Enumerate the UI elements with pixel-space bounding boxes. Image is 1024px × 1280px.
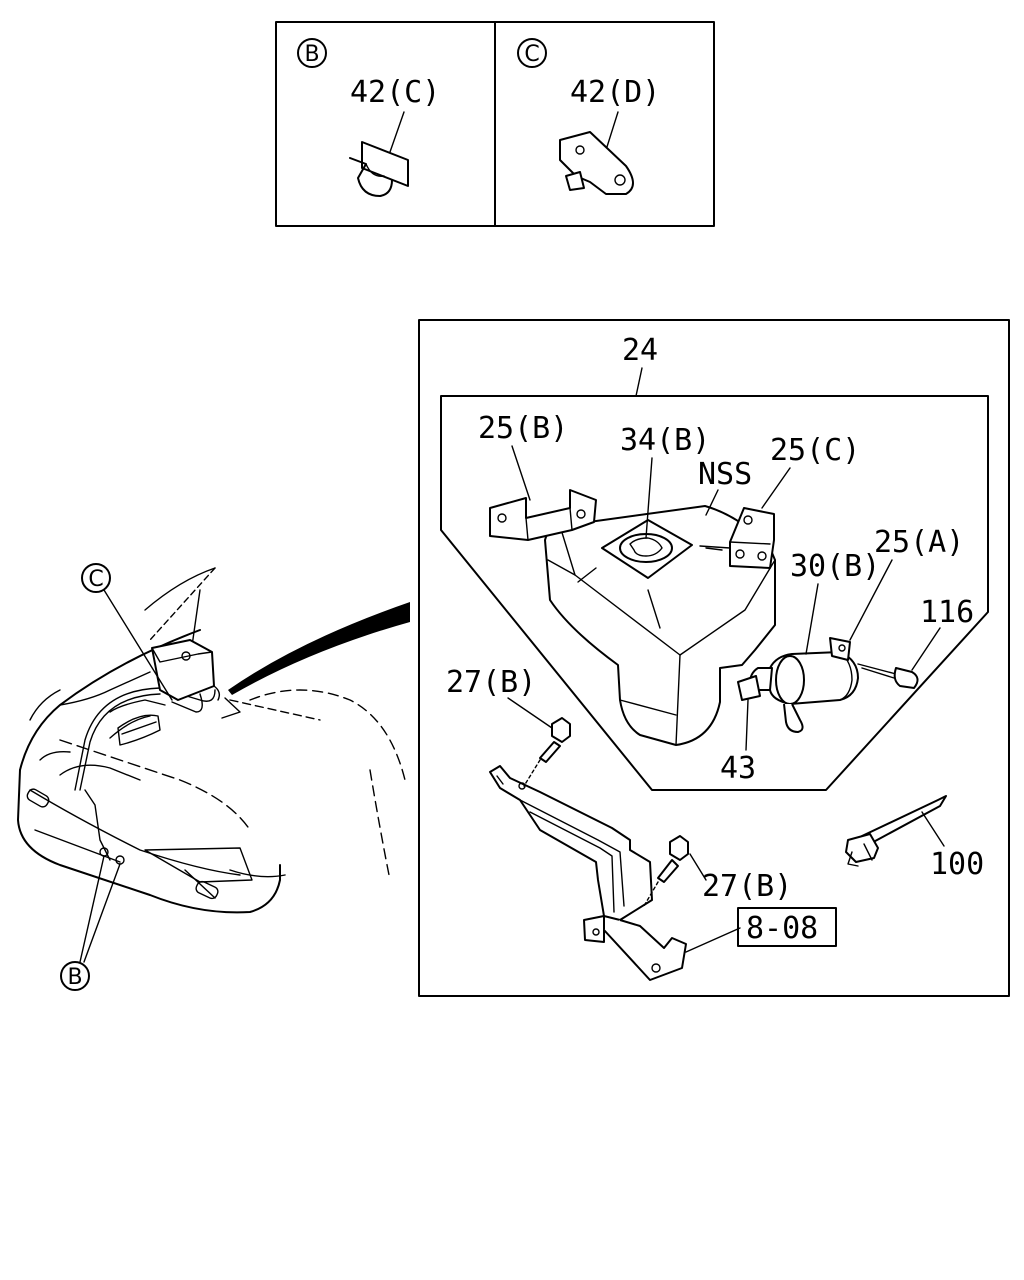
- bolt-27b-top-icon: [523, 717, 571, 787]
- label-25a: 25(A): [874, 525, 964, 560]
- tank-assembly-outline: [440, 395, 989, 791]
- inset-panels: B 42(C) C 42(D): [275, 21, 715, 227]
- bolt-27b-bottom-icon: [643, 835, 689, 907]
- vehicle-front: [17, 567, 406, 914]
- label-42d: 42(D): [570, 75, 660, 110]
- grommet-43-icon: [737, 675, 761, 751]
- ref-808-box: [737, 907, 837, 947]
- inset-c-callout: C: [517, 38, 547, 68]
- label-25b: 25(B): [478, 411, 568, 446]
- inset-c-letter: C: [524, 42, 539, 67]
- leader-42c: [389, 111, 405, 153]
- label-34b: 34(B): [620, 423, 710, 458]
- label-808: 8-08: [746, 911, 818, 946]
- pointer-wedge: [228, 602, 410, 695]
- bracket-25b-icon: [489, 489, 597, 541]
- washer-tank: [544, 505, 776, 746]
- mounting-bracket-icon: [489, 765, 687, 981]
- label-100: 100: [930, 847, 984, 882]
- vehicle-c-letter: C: [88, 567, 103, 592]
- label-27b-bottom: 27(B): [702, 869, 792, 904]
- label-43: 43: [720, 751, 756, 786]
- cap-34b-icon: [601, 519, 693, 579]
- pump-30b-icon: [748, 637, 859, 733]
- bolt-116-icon: [857, 663, 919, 689]
- label-25c: 25(C): [770, 433, 860, 468]
- cable-tie-100-icon: [845, 795, 947, 867]
- part-labels: 24 25(B) 34(B) NSS 25(C) 25(A) 30(B) 116…: [446, 333, 984, 947]
- inset-b-callout: B: [297, 38, 327, 68]
- exploded-frame: [418, 319, 1010, 997]
- inset-b-letter: B: [304, 42, 319, 67]
- leader-42d: [605, 111, 619, 151]
- label-24: 24: [622, 333, 658, 368]
- label-42c: 42(C): [350, 75, 440, 110]
- vehicle-b-letter: B: [67, 965, 82, 990]
- clip-42c-icon: [349, 141, 409, 197]
- vehicle-callouts: C B: [60, 563, 173, 991]
- leader-lines: [507, 367, 945, 953]
- label-27b-top: 27(B): [446, 665, 536, 700]
- clip-42d-icon: [559, 131, 634, 195]
- label-nss: NSS: [698, 457, 752, 492]
- label-116: 116: [920, 595, 974, 630]
- bracket-25c-icon: [729, 507, 775, 569]
- label-30b: 30(B): [790, 549, 880, 584]
